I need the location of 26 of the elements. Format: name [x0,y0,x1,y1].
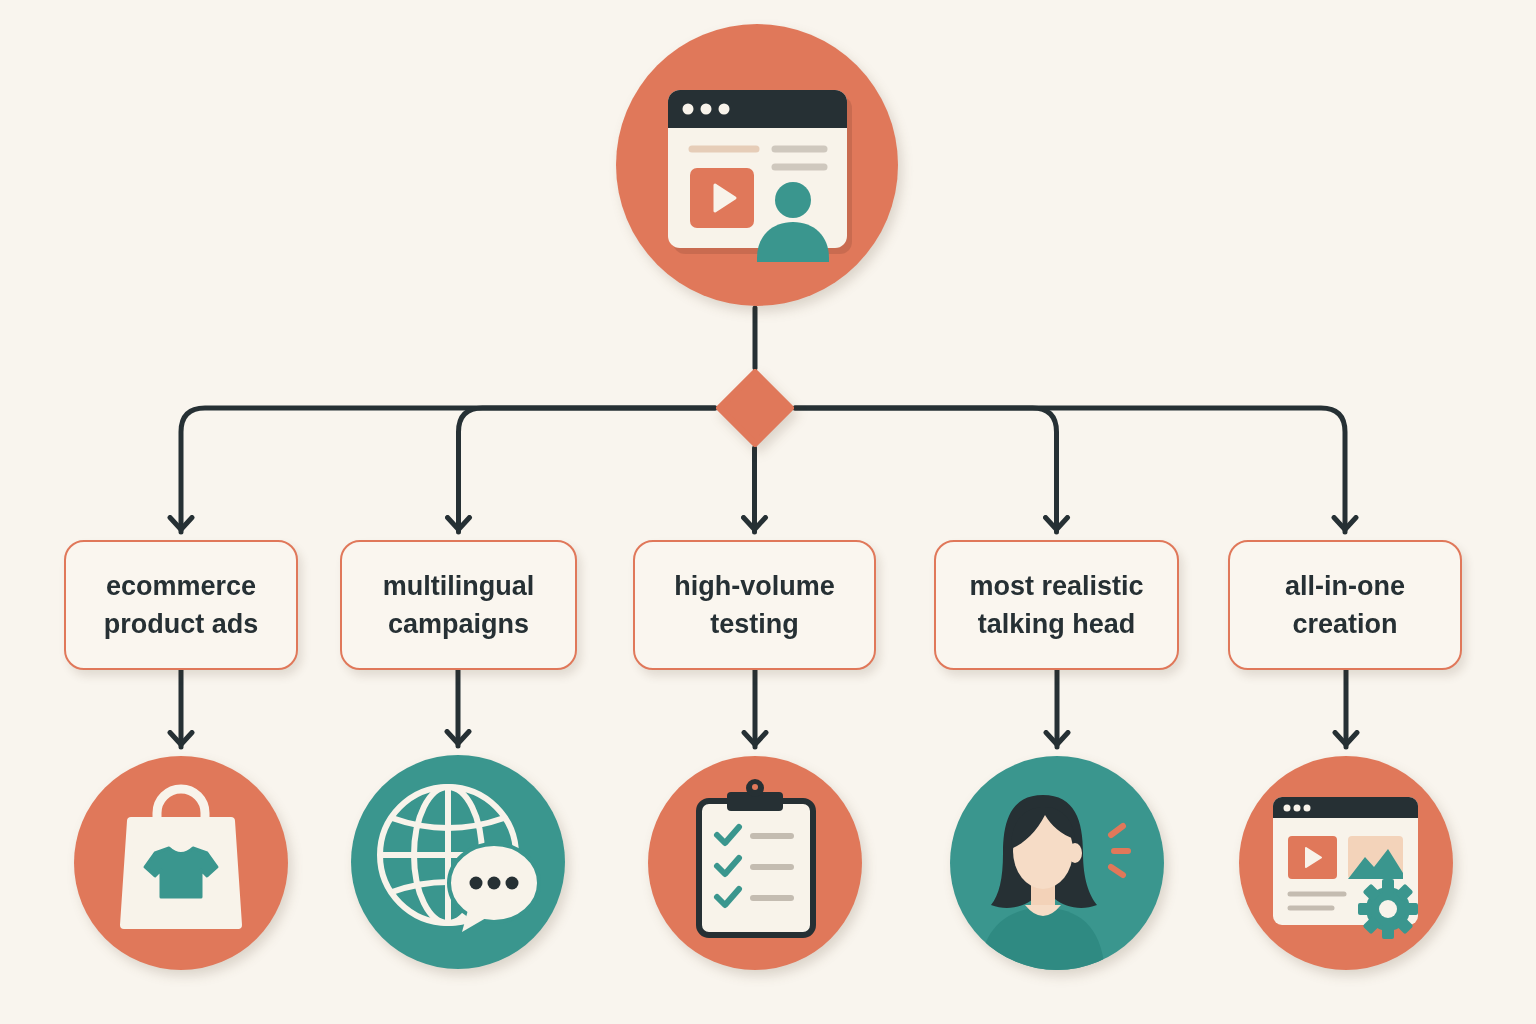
shopping-bag-icon [73,755,289,971]
person-icon [949,755,1165,971]
node-text: all-in-one creation [1284,569,1406,641]
process-box [934,540,1179,670]
arrow [741,445,768,535]
node-text: ecommerce product ads [102,569,260,641]
process-box [1228,540,1462,670]
arrow [1332,667,1360,750]
process-box [340,540,577,670]
arrow [1043,667,1071,750]
connector-line [752,305,758,371]
arrow [167,667,195,750]
node-text: multilingual campaigns [381,569,536,641]
globe-chat-icon [350,754,566,970]
decision-diamond [715,368,795,448]
arrow [444,667,472,749]
arrow [741,667,769,750]
browser-gear-icon [1238,755,1454,971]
arrow [445,405,718,535]
browser-video-icon [614,22,900,308]
process-box [64,540,298,670]
arrow [792,405,1359,535]
process-box [633,540,876,670]
node-text: high-volume testing [673,569,836,641]
clipboard-checklist-icon [647,755,863,971]
node-text: most realistic talking head [968,569,1145,641]
